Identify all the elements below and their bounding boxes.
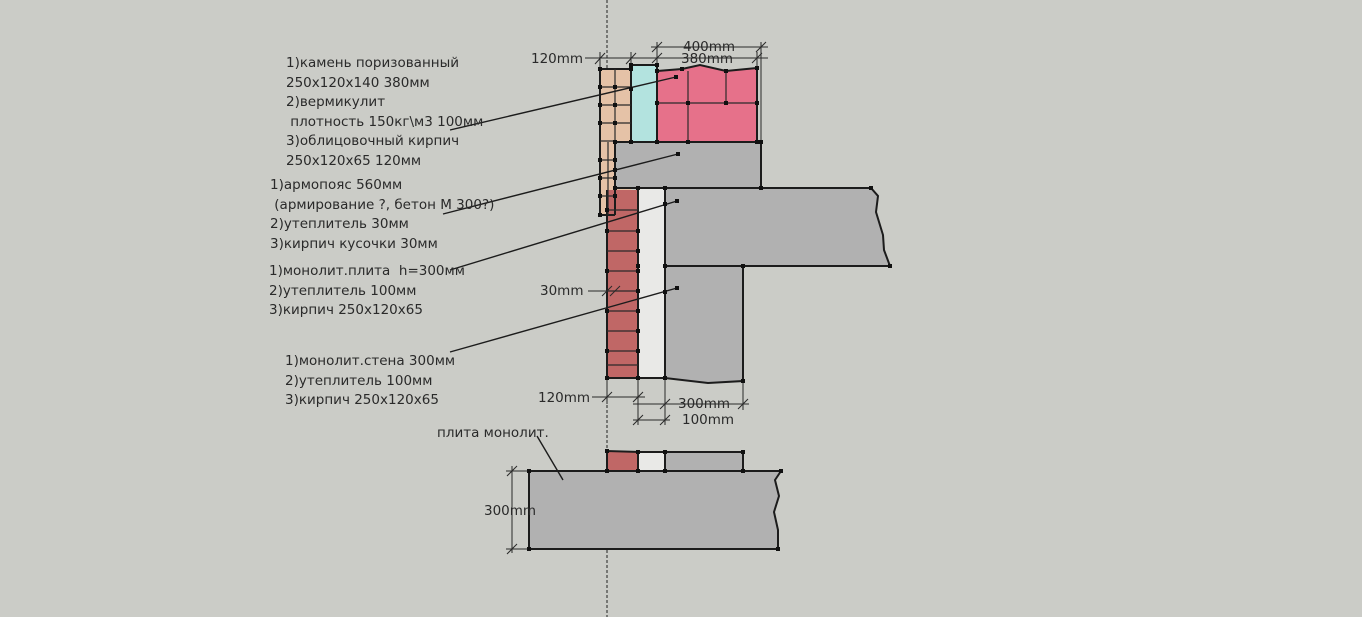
- callout-line: 2)утеплитель 30мм: [270, 216, 409, 232]
- callout-line: (армирование ?, бетон М 300?): [270, 196, 495, 213]
- callout-line: 1)монолит.плита h=300мм: [269, 263, 465, 279]
- callout-line: 250x120x65 120мм: [286, 152, 422, 169]
- callout-line: 3)кирпич 250x120x65: [269, 302, 423, 318]
- callout-top-wall: 1)камень поризованный 250x120x140 380мм 2)…: [286, 54, 483, 171]
- callout-line: 1)армопояс 560мм: [270, 177, 403, 193]
- basement-wall: [665, 266, 743, 383]
- callout-line: 1)монолит.стена 300мм: [285, 353, 456, 369]
- vertex-markers: [527, 63, 892, 551]
- dimension-label: 380mm: [681, 51, 734, 67]
- foundation-slab: [529, 471, 781, 549]
- ring-beam: [615, 142, 761, 188]
- callout-line: 1)камень поризованный: [286, 55, 460, 71]
- callout-line: плита монолит.: [437, 425, 549, 441]
- vermiculite-layer: [631, 65, 657, 142]
- dimension-label: 300mm: [678, 396, 731, 412]
- monolithic-slab: [665, 188, 890, 266]
- insulation-lower: [638, 188, 665, 379]
- callout-line: 3)кирпич 250x120x65: [285, 392, 439, 408]
- wall-stub: [665, 452, 743, 471]
- dimension-label: 120mm: [538, 390, 591, 406]
- callout-line: 2)утеплитель 100мм: [285, 372, 433, 389]
- leader-lines: [442, 76, 679, 481]
- insulation-stub: [638, 452, 665, 471]
- dimension-label: 400mm: [683, 39, 736, 55]
- callout-foundation: плита монолит.: [437, 424, 549, 444]
- dimension-lines: [506, 41, 768, 555]
- dimension-label: 120mm: [531, 51, 584, 67]
- callout-line: 3)облицовочный кирпич: [286, 133, 460, 149]
- callout-slab: 1)монолит.плита h=300мм 2)утеплитель 100м…: [269, 262, 465, 321]
- callout-line: 2)вермикулит: [286, 94, 386, 110]
- callout-ring-beam: 1)армопояс 560мм (армирование ?, бетон М…: [270, 176, 494, 254]
- callout-basement-wall: 1)монолит.стена 300мм 2)утеплитель 100мм 3…: [285, 352, 455, 411]
- dimension-label: 100mm: [682, 412, 735, 428]
- callout-line: плотность 150кг\м3 100мм: [286, 113, 484, 130]
- dimension-label: 30mm: [540, 283, 584, 299]
- dimension-label: 300mm: [484, 503, 537, 519]
- callout-line: 2)утеплитель 100мм: [269, 282, 417, 299]
- callout-line: 3)кирпич кусочки 30мм: [270, 235, 438, 252]
- red-brick-stub: [607, 451, 638, 471]
- callout-line: 250x120x140 380мм: [286, 74, 430, 91]
